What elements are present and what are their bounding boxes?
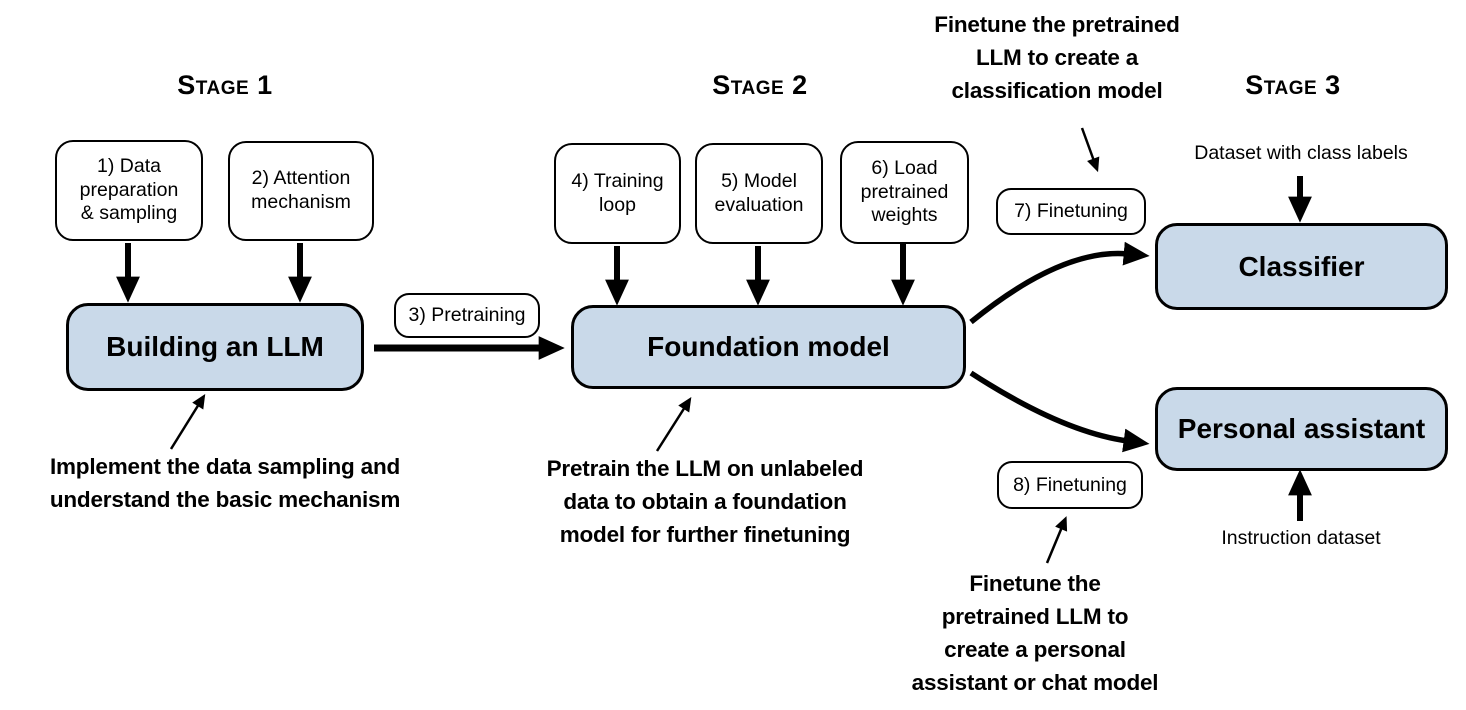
step-box-model-evaluation: 5) Model evaluation [695,143,823,244]
classifier-finetune-annotation: Finetune the pretrained LLM to create a … [934,12,1180,103]
dataset-class-labels-label: Dataset with class labels [1194,142,1408,164]
assistant-finetune-annotation: Finetune the pretrained LLM to create a … [911,571,1159,695]
foundation-model-box: Foundation model [571,305,966,389]
stage2-annotation: Pretrain the LLM on unlabeled data to ob… [546,456,864,547]
personal-assistant-box: Personal assistant [1155,387,1448,471]
finetuning8-step-box: 8) Finetuning [997,461,1143,509]
building-llm-box: Building an LLM [66,303,364,391]
stage3-title: Stage 3 [1245,70,1341,100]
step-box-training-loop: 4) Training loop [554,143,681,244]
stage1-title: Stage 1 [177,70,273,100]
step-box-load-pretrained-weights: 6) Load pretrained weights [840,141,969,244]
stage2-title: Stage 2 [712,70,808,100]
arrow-note-to-finetuning8 [1045,516,1068,564]
arrow-foundation-to-assistant [969,370,1150,453]
arrow-foundation-to-classifier [969,241,1150,325]
arrow-note-to-finetuning7 [1080,127,1100,173]
instruction-dataset-label: Instruction dataset [1221,527,1381,549]
arrow-note-to-building-llm [169,393,206,450]
classifier-box: Classifier [1155,223,1448,310]
step-box-attention-mechanism: 2) Attention mechanism [228,141,374,241]
pretraining-step-box: 3) Pretraining [394,293,540,338]
step-box-data-preparation: 1) Data preparation & sampling [55,140,203,241]
stage1-annotation: Implement the data sampling and understa… [49,454,401,512]
arrow-note-to-foundation [655,397,692,452]
finetuning7-step-box: 7) Finetuning [996,188,1146,235]
